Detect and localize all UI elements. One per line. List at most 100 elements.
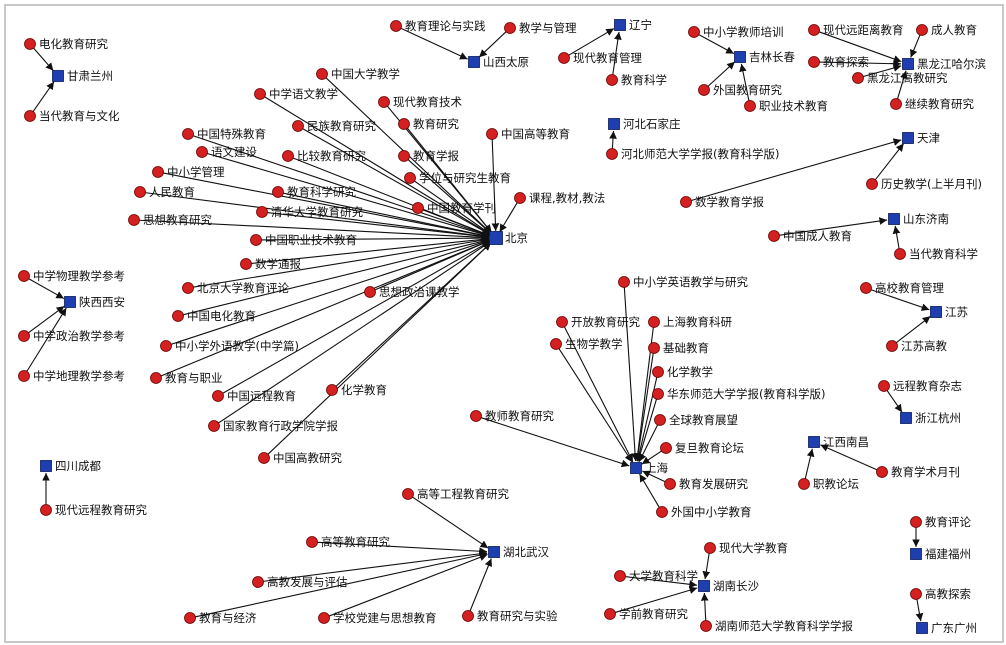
journal-node[interactable]: 职业技术教育 bbox=[744, 99, 829, 113]
journal-node[interactable]: 外国中小学教育 bbox=[656, 505, 752, 519]
journal-node[interactable]: 化学教学 bbox=[652, 365, 714, 379]
journal-node[interactable]: 现代教育管理 bbox=[558, 51, 643, 65]
journal-node[interactable]: 华东师范大学学报(教育科学版) bbox=[652, 387, 826, 401]
journal-node[interactable]: 中国教育学刊 bbox=[412, 201, 497, 215]
journal-node[interactable]: 上海教育科研 bbox=[648, 315, 733, 329]
journal-node[interactable]: 数学教育学报 bbox=[680, 195, 765, 209]
city-node-shanxi[interactable]: 山西太原 bbox=[468, 55, 530, 69]
journal-node[interactable]: 教育研究与实验 bbox=[462, 609, 558, 623]
journal-node[interactable]: 历史教学(上半月刊) bbox=[866, 177, 982, 191]
journal-node[interactable]: 国家教育行政学院学报 bbox=[208, 419, 339, 433]
city-node-shaanxi[interactable]: 陕西西安 bbox=[64, 295, 126, 309]
journal-node[interactable]: 中国成人教育 bbox=[768, 229, 853, 243]
city-node-hubei[interactable]: 湖北武汉 bbox=[488, 545, 550, 559]
journal-node[interactable]: 语文建设 bbox=[196, 145, 258, 159]
journal-node[interactable]: 中国高等教育 bbox=[486, 127, 571, 141]
journal-node[interactable]: 现代大学教育 bbox=[704, 541, 789, 555]
city-node-liaoning[interactable]: 辽宁 bbox=[614, 18, 653, 32]
journal-node[interactable]: 远程教育杂志 bbox=[878, 379, 963, 393]
journal-node[interactable]: 高校教育管理 bbox=[860, 281, 945, 295]
journal-node[interactable]: 中学语文教学 bbox=[254, 87, 339, 101]
journal-node[interactable]: 学前教育研究 bbox=[604, 607, 689, 621]
journal-node[interactable]: 中国高教研究 bbox=[258, 451, 343, 465]
journal-node[interactable]: 外国教育研究 bbox=[698, 83, 783, 97]
journal-node[interactable]: 中国特殊教育 bbox=[182, 127, 267, 141]
journal-node[interactable]: 学校党建与思想教育 bbox=[318, 611, 437, 625]
journal-node[interactable]: 中小学英语教学与研究 bbox=[618, 275, 749, 289]
journal-node[interactable]: 中国大学教学 bbox=[316, 67, 401, 81]
journal-node[interactable]: 中小学外语教学(中学篇) bbox=[160, 339, 299, 353]
journal-node[interactable]: 湖南师范大学教育科学学报 bbox=[700, 619, 854, 633]
journal-node[interactable]: 开放教育研究 bbox=[556, 315, 641, 329]
journal-node[interactable]: 中学地理教学参考 bbox=[18, 369, 126, 383]
journal-node[interactable]: 现代远距离教育 bbox=[808, 23, 904, 37]
journal-node[interactable]: 教育学报 bbox=[398, 149, 460, 163]
journal-node[interactable]: 教育研究 bbox=[398, 117, 460, 131]
journal-node[interactable]: 教育科学研究 bbox=[272, 185, 357, 199]
journal-node[interactable]: 中国电化教育 bbox=[172, 309, 257, 323]
journal-node[interactable]: 学位与研究生教育 bbox=[404, 171, 512, 185]
journal-node[interactable]: 大学教育科学 bbox=[614, 569, 699, 583]
city-node-jilin[interactable]: 吉林长春 bbox=[734, 50, 796, 64]
journal-node[interactable]: 中小学教师培训 bbox=[688, 25, 784, 39]
city-node-guangdong[interactable]: 广东广州 bbox=[916, 621, 978, 635]
journal-node[interactable]: 化学教育 bbox=[326, 383, 388, 397]
journal-node[interactable]: 教育科学 bbox=[606, 73, 668, 87]
journal-node[interactable]: 思想教育研究 bbox=[128, 213, 213, 227]
journal-node[interactable]: 江苏高教 bbox=[886, 339, 948, 353]
journal-node[interactable]: 全球教育展望 bbox=[654, 413, 739, 427]
journal-node[interactable]: 比较教育研究 bbox=[282, 149, 367, 163]
journal-node[interactable]: 中学政治教学参考 bbox=[18, 329, 126, 343]
city-node-heilongjiang[interactable]: 黑龙江哈尔滨 bbox=[902, 57, 987, 71]
journal-node[interactable]: 职教论坛 bbox=[798, 477, 860, 491]
city-node-hebei[interactable]: 河北石家庄 bbox=[608, 117, 681, 131]
journal-node[interactable]: 中小学管理 bbox=[152, 165, 225, 179]
city-node-shanghai[interactable]: 上海 bbox=[630, 461, 669, 475]
journal-node[interactable]: 教育与经济 bbox=[184, 611, 257, 625]
city-node-jiangsu[interactable]: 江苏 bbox=[930, 305, 969, 319]
journal-node[interactable]: 高等工程教育研究 bbox=[402, 487, 510, 501]
city-node-sichuan[interactable]: 四川成都 bbox=[40, 459, 102, 473]
journal-node[interactable]: 教育学术月刊 bbox=[876, 465, 961, 479]
journal-node[interactable]: 民族教育研究 bbox=[292, 119, 377, 133]
journal-node[interactable]: 教育与职业 bbox=[150, 371, 223, 385]
city-node-gansu[interactable]: 甘肃兰州 bbox=[52, 69, 114, 83]
journal-node[interactable]: 当代教育科学 bbox=[894, 247, 979, 261]
journal-node[interactable]: 继续教育研究 bbox=[890, 97, 975, 111]
journal-node[interactable]: 电化教育研究 bbox=[24, 37, 109, 51]
city-node-hunan[interactable]: 湖南长沙 bbox=[698, 579, 760, 593]
journal-node[interactable]: 教师教育研究 bbox=[470, 409, 555, 423]
city-node-beijing[interactable]: 北京 bbox=[489, 231, 529, 245]
journal-node[interactable]: 教育发展研究 bbox=[664, 477, 749, 491]
journal-node[interactable]: 教育理论与实践 bbox=[390, 19, 486, 33]
city-node-tianjin[interactable]: 天津 bbox=[902, 131, 941, 145]
journal-node[interactable]: 成人教育 bbox=[916, 23, 978, 37]
journal-node[interactable]: 中国职业技术教育 bbox=[250, 233, 358, 247]
journal-node[interactable]: 基础教育 bbox=[648, 341, 710, 355]
journal-node[interactable]: 教育探索 bbox=[808, 55, 870, 69]
journal-node[interactable]: 清华大学教育研究 bbox=[256, 205, 364, 219]
journal-node[interactable]: 数学通报 bbox=[240, 257, 302, 271]
journal-node[interactable]: 现代远程教育研究 bbox=[40, 503, 148, 517]
journal-node[interactable]: 河北师范大学学报(教育科学版) bbox=[606, 147, 780, 161]
city-node-zhejiang[interactable]: 浙江杭州 bbox=[900, 411, 962, 425]
journal-node[interactable]: 中学物理教学参考 bbox=[18, 269, 126, 283]
journal-node[interactable]: 中国远程教育 bbox=[212, 389, 297, 403]
journal-node[interactable]: 高等教育研究 bbox=[306, 535, 391, 549]
journal-node[interactable]: 课程,教材,教法 bbox=[514, 191, 606, 205]
journal-node[interactable]: 现代教育技术 bbox=[378, 95, 463, 109]
journal-node[interactable]: 复旦教育论坛 bbox=[660, 441, 745, 455]
journal-node[interactable]: 思想政治课教学 bbox=[364, 285, 460, 299]
journal-node[interactable]: 教育评论 bbox=[910, 515, 972, 529]
journal-node[interactable]: 北京大学教育评论 bbox=[182, 281, 290, 295]
journal-node[interactable]: 黑龙江高教研究 bbox=[852, 71, 948, 85]
journal-node[interactable]: 教学与管理 bbox=[504, 21, 577, 35]
journal-node[interactable]: 人民教育 bbox=[134, 185, 196, 199]
city-node-shandong[interactable]: 山东济南 bbox=[888, 212, 950, 226]
city-node-jiangxi[interactable]: 江西南昌 bbox=[808, 435, 870, 449]
journal-node[interactable]: 生物学教学 bbox=[550, 337, 623, 351]
journal-node[interactable]: 当代教育与文化 bbox=[24, 109, 120, 123]
journal-node[interactable]: 高教发展与评估 bbox=[252, 575, 348, 589]
city-node-fujian[interactable]: 福建福州 bbox=[910, 547, 972, 561]
journal-node[interactable]: 高教探索 bbox=[910, 587, 972, 601]
